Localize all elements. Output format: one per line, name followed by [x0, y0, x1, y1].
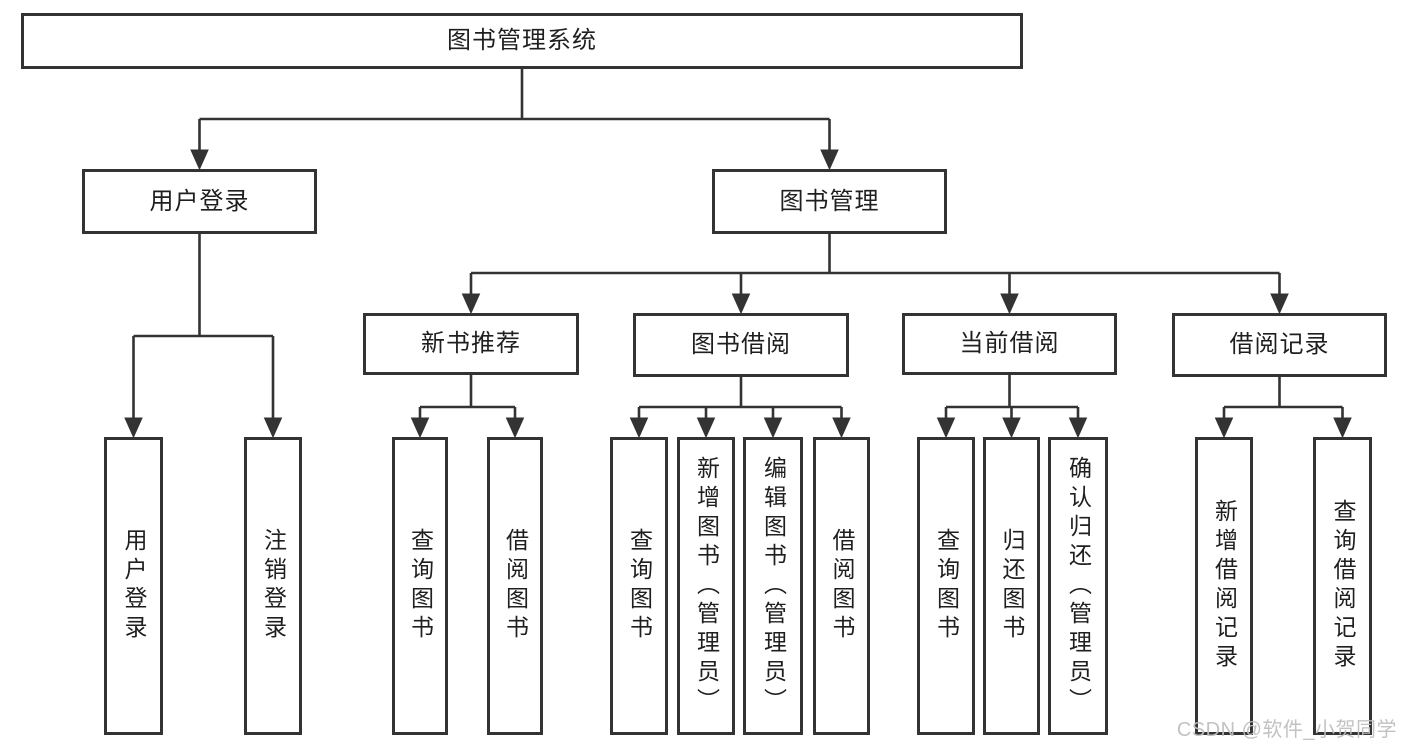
node-label-borrow-records: 借阅记录 — [1229, 331, 1330, 358]
arrowhead — [763, 417, 783, 439]
node-label-root: 图书管理系统 — [447, 27, 597, 54]
arrowhead — [505, 417, 525, 439]
diagram-node-user-login: 用户登录 — [82, 169, 317, 234]
diagram-node-leaf-search-borrow-record: 查询借阅记录 — [1313, 437, 1372, 735]
arrowhead — [124, 417, 143, 439]
node-label-leaf-search-books-2: 查询图书 — [626, 528, 653, 644]
node-label-leaf-search-books-1: 查询图书 — [407, 528, 434, 644]
diagram-node-new-books: 新书推荐 — [363, 313, 579, 375]
diagram-node-leaf-user-login: 用户登录 — [104, 437, 163, 735]
node-label-leaf-add-books: 新增图书（管理员） — [693, 455, 720, 717]
node-label-user-login: 用户登录 — [149, 187, 250, 215]
diagram-node-leaf-edit-books: 编辑图书（管理员） — [743, 437, 803, 735]
diagram-node-leaf-search-books-3: 查询图书 — [917, 437, 975, 735]
node-label-leaf-return-books: 归还图书 — [999, 528, 1025, 644]
node-label-leaf-user-login: 用户登录 — [121, 528, 147, 644]
arrowhead — [461, 293, 481, 315]
node-label-leaf-search-books-3: 查询图书 — [933, 528, 960, 644]
node-label-current-borrow: 当前借阅 — [959, 330, 1060, 357]
arrowhead — [1068, 417, 1088, 439]
diagram-node-current-borrow: 当前借阅 — [902, 313, 1117, 375]
diagram-node-book-borrow: 图书借阅 — [633, 313, 849, 377]
arrowhead — [820, 149, 839, 171]
diagram-node-borrow-records: 借阅记录 — [1172, 313, 1387, 377]
node-label-book-borrow: 图书借阅 — [691, 331, 791, 358]
diagram-node-root: 图书管理系统 — [21, 13, 1023, 69]
node-label-leaf-borrow-books-1: 借阅图书 — [502, 528, 529, 644]
diagram-node-leaf-logout: 注销登录 — [244, 437, 302, 735]
arrowhead — [731, 293, 751, 315]
arrowhead — [1002, 417, 1021, 439]
arrowhead — [1333, 417, 1352, 439]
arrowhead — [696, 417, 716, 439]
arrowhead — [1214, 417, 1234, 439]
arrowhead — [1000, 293, 1019, 315]
node-label-leaf-add-borrow-record: 新增借阅记录 — [1211, 499, 1238, 673]
diagram-node-leaf-search-books-1: 查询图书 — [392, 437, 448, 735]
arrowhead — [190, 149, 209, 171]
arrowhead — [263, 417, 283, 439]
arrowhead — [410, 417, 430, 439]
node-label-book-mgmt: 图书管理 — [779, 187, 880, 215]
arrowhead — [832, 417, 851, 439]
diagram-node-leaf-add-borrow-record: 新增借阅记录 — [1195, 437, 1253, 735]
diagram-node-book-mgmt: 图书管理 — [712, 169, 947, 234]
arrowhead — [629, 417, 649, 439]
diagram-node-leaf-borrow-books-1: 借阅图书 — [487, 437, 543, 735]
arrowhead — [936, 417, 956, 439]
node-label-leaf-confirm-return: 确认归还（管理员） — [1065, 455, 1092, 717]
diagram-node-leaf-search-books-2: 查询图书 — [610, 437, 668, 735]
node-label-new-books: 新书推荐 — [421, 330, 521, 357]
node-label-leaf-borrow-books-2: 借阅图书 — [829, 528, 855, 644]
diagram-node-leaf-add-books: 新增图书（管理员） — [677, 437, 735, 735]
node-label-leaf-logout: 注销登录 — [260, 528, 287, 644]
node-label-leaf-edit-books: 编辑图书（管理员） — [760, 455, 787, 717]
node-label-leaf-search-borrow-record: 查询借阅记录 — [1330, 499, 1356, 673]
diagram-node-leaf-confirm-return: 确认归还（管理员） — [1048, 437, 1108, 735]
diagram-node-leaf-return-books: 归还图书 — [983, 437, 1040, 735]
csdn-watermark: CSDN @软件_小贺同学 — [1176, 719, 1397, 741]
diagram-node-leaf-borrow-books-2: 借阅图书 — [813, 437, 870, 735]
arrowhead — [1270, 293, 1289, 315]
